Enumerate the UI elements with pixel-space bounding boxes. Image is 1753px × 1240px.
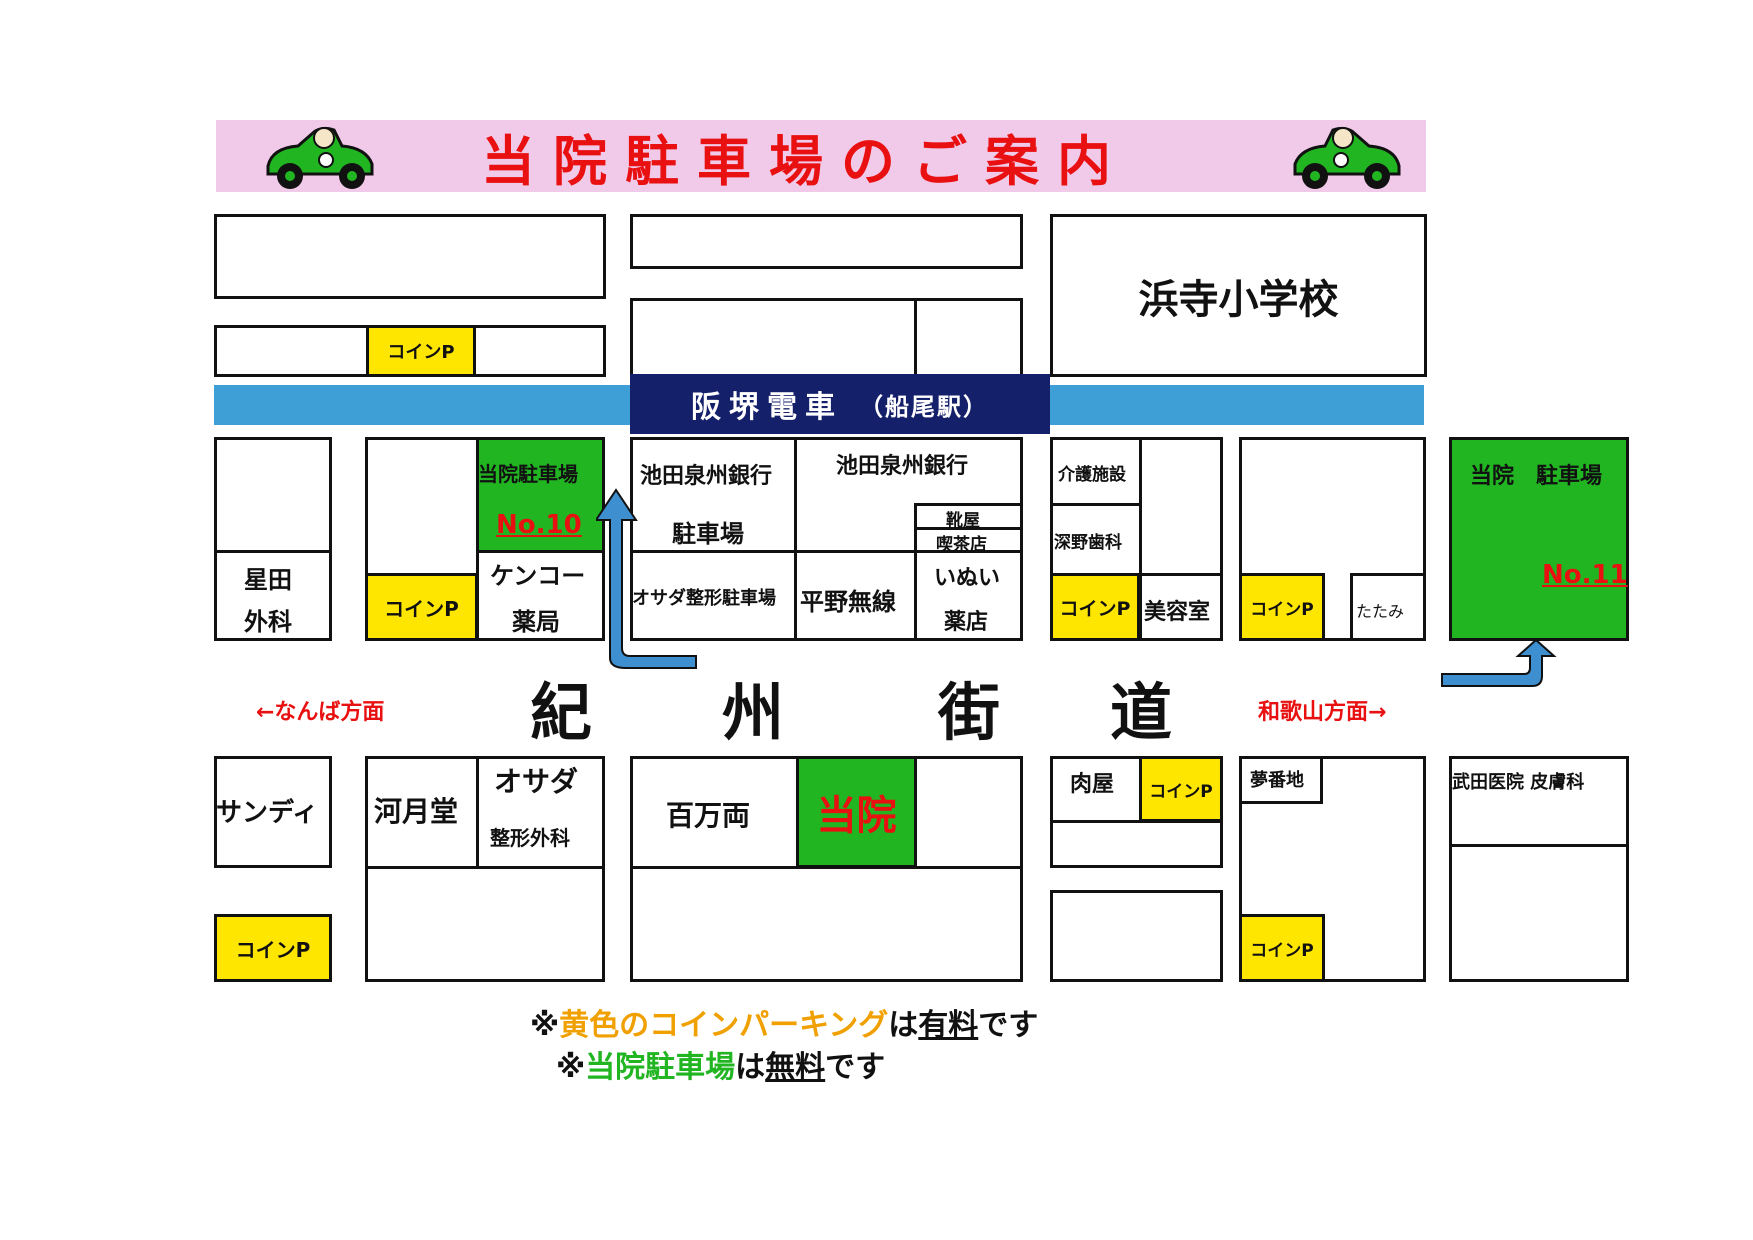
road-char: 道 bbox=[1110, 676, 1173, 749]
inui-label-2: 薬店 bbox=[944, 610, 989, 635]
takeda-block bbox=[1449, 756, 1629, 982]
lot10-number: No.10 bbox=[496, 510, 582, 540]
tatami-label: たたみ bbox=[1356, 602, 1405, 621]
school-block bbox=[1050, 214, 1427, 377]
care-facility-label: 介護施設 bbox=[1058, 465, 1126, 485]
block-south-small bbox=[1050, 890, 1223, 982]
shoe-store-label: 靴屋 bbox=[946, 511, 980, 531]
inui-label: いぬい bbox=[934, 566, 1001, 591]
green-race-car-icon bbox=[1293, 126, 1401, 189]
bank-block bbox=[630, 437, 1023, 641]
block-top-left bbox=[214, 214, 606, 299]
coin-parking: コインP bbox=[1050, 573, 1140, 641]
green-race-car-icon bbox=[266, 126, 374, 189]
route-arrow-icon bbox=[596, 488, 697, 669]
road-char: 紀 bbox=[530, 676, 593, 749]
hoshida-label-2: 外科 bbox=[244, 608, 292, 636]
title-band bbox=[216, 120, 1426, 192]
block-top-center bbox=[630, 214, 1023, 269]
yumebanchi-label: 夢番地 bbox=[1250, 770, 1304, 791]
block-top-center-2 bbox=[630, 298, 1023, 378]
hoshida-label: 星田 bbox=[244, 566, 292, 594]
kenko-label-2: 薬局 bbox=[512, 608, 560, 636]
osada-parking-label: オサダ整形駐車場 bbox=[632, 588, 776, 609]
lot11-label: 当院 駐車場 bbox=[1470, 464, 1603, 489]
clinic-label: 当院 bbox=[816, 793, 897, 839]
coin-parking: コインP bbox=[1239, 914, 1325, 982]
coin-parking: コインP bbox=[366, 325, 476, 377]
cafe-label: 喫茶店 bbox=[936, 535, 987, 555]
osada-clinic-label-2: 整形外科 bbox=[490, 826, 570, 850]
school-label: 浜寺小学校 bbox=[1138, 276, 1339, 323]
salon-label: 美容室 bbox=[1144, 600, 1211, 625]
bank1-parking-label: 駐車場 bbox=[672, 520, 744, 548]
yumebanchi-shop bbox=[1239, 756, 1323, 804]
fukano-dental-label: 深野歯科 bbox=[1054, 533, 1122, 553]
page-title: 当院駐車場のご案内 bbox=[481, 129, 1129, 193]
coin-parking: コインP bbox=[1139, 756, 1223, 822]
route-arrow-icon bbox=[1441, 640, 1557, 687]
kawatsuki-label: 河月堂 bbox=[374, 795, 459, 828]
sandy-block bbox=[214, 756, 332, 868]
coin-parking: コインP bbox=[214, 914, 332, 982]
takeda-label: 武田医院 皮膚科 bbox=[1452, 772, 1585, 793]
railway-name: 阪堺電車 bbox=[691, 390, 843, 425]
direction-wakayama: 和歌山方面→ bbox=[1258, 700, 1387, 725]
kenko-label: ケンコー bbox=[490, 562, 586, 590]
road-char: 州 bbox=[722, 676, 785, 749]
sandy-label: サンディ bbox=[216, 798, 319, 828]
kawatsuki-block bbox=[365, 756, 605, 982]
hoshida-block bbox=[214, 437, 332, 641]
osada-clinic-label: オサダ bbox=[494, 765, 579, 798]
tatami-shop bbox=[1350, 573, 1426, 641]
station-sign: 阪堺電車 （船尾駅） bbox=[630, 374, 1050, 434]
road-char: 街 bbox=[938, 676, 1001, 749]
hyakuman-label: 百万両 bbox=[666, 799, 751, 832]
clinic-parking-no10 bbox=[476, 437, 605, 553]
direction-namba: ←なんば方面 bbox=[256, 700, 385, 725]
clinic-parking-no11 bbox=[1449, 437, 1629, 641]
coin-parking: コインP bbox=[1239, 573, 1325, 641]
lot11-number: No.11 bbox=[1542, 560, 1628, 590]
butcher-label: 肉屋 bbox=[1070, 772, 1115, 797]
note-coin-paid: ※黄色のコインパーキングは有料です bbox=[530, 1008, 1039, 1043]
bank2-label: 池田泉州銀行 bbox=[836, 454, 969, 479]
station-name: （船尾駅） bbox=[859, 392, 989, 421]
hirano-label: 平野無線 bbox=[800, 588, 896, 616]
coin-parking: コインP bbox=[365, 573, 478, 641]
bank1-label: 池田泉州銀行 bbox=[640, 464, 773, 489]
lot10-label: 当院駐車場 bbox=[478, 462, 578, 486]
clinic-building bbox=[796, 756, 917, 868]
note-clinic-free: ※当院駐車場は無料です bbox=[556, 1050, 886, 1085]
